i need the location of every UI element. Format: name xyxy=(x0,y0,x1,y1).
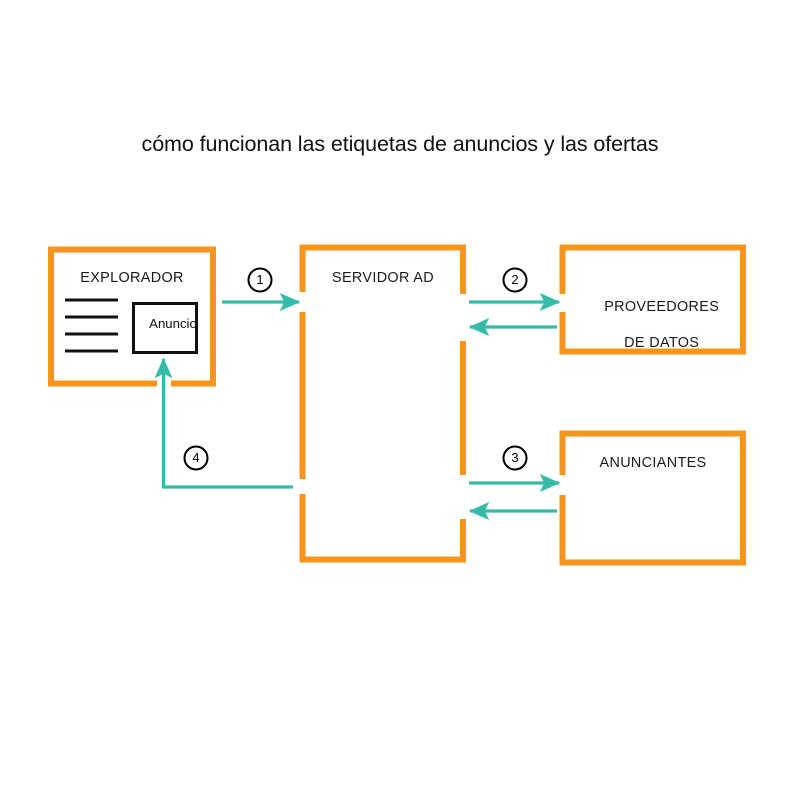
node-servidor-ad xyxy=(299,244,466,563)
arrow-step-4 xyxy=(154,357,293,489)
step-2-circle xyxy=(502,267,528,293)
proveedores-label-line-1: PROVEEDORES xyxy=(604,299,720,315)
node-label-proveedores-de-datos: PROVEEDORES DE DATOS xyxy=(560,280,746,370)
page-title: cómo funcionan las etiquetas de anuncios… xyxy=(141,132,659,156)
ad-slot-label: Anuncio xyxy=(149,316,197,331)
step-3-circle xyxy=(502,445,528,471)
node-anunciantes xyxy=(559,430,746,566)
node-label-servidor-ad: SERVIDOR AD xyxy=(332,270,434,286)
ad-slot-box xyxy=(132,302,198,354)
step-number-2: 2 xyxy=(511,272,519,287)
node-proveedores-de-datos xyxy=(559,244,746,355)
step-4-circle xyxy=(183,445,209,471)
step-number-3: 3 xyxy=(511,450,519,465)
step-number-1: 1 xyxy=(256,272,264,287)
node-label-anunciantes: ANUNCIANTES xyxy=(599,455,707,471)
step-1-circle xyxy=(247,267,273,293)
step-number-4: 4 xyxy=(192,450,200,465)
proveedores-label-line-2: DE DATOS xyxy=(624,335,700,351)
explorador-content-lines xyxy=(65,298,118,353)
node-explorador xyxy=(48,246,216,387)
node-label-explorador: EXPLORADOR xyxy=(80,270,184,286)
